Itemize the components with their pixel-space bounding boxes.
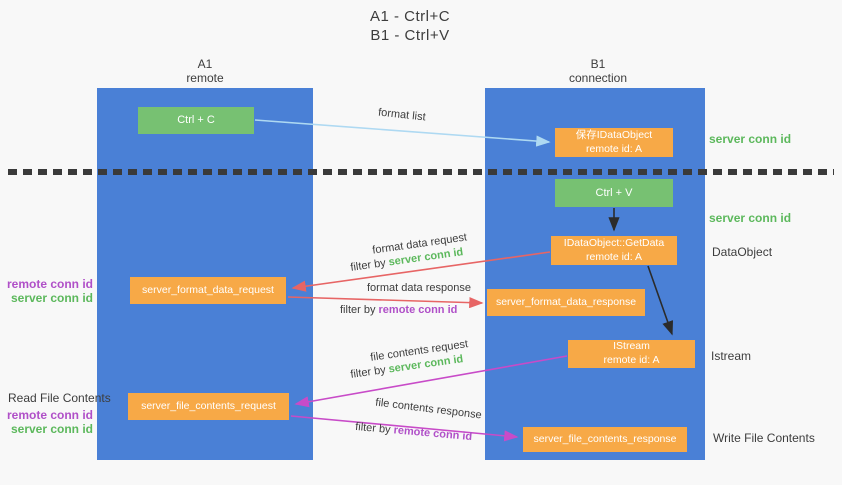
lane-a-header: A1 remote <box>135 57 275 86</box>
dotted-divider <box>8 169 834 175</box>
diagram-title: A1 - Ctrl+C B1 - Ctrl+V <box>300 8 520 46</box>
node-file-response-label: server_file_contents_response <box>533 432 677 445</box>
title-line-a1: A1 - Ctrl+C <box>369 8 451 25</box>
node-save-idataobject: 保存IDataObject remote id: A <box>555 128 673 157</box>
node-format-response-label: server_format_data_response <box>495 295 637 308</box>
label-format-data-response: format data response <box>367 282 471 294</box>
label-file-contents-response: file contents response <box>374 396 483 422</box>
side-istream: Istream <box>711 349 752 363</box>
side-read-file-contents: Read File Contents <box>8 391 111 405</box>
label-filter-by-remote-conn-id-1: filter by remote conn id <box>340 304 457 316</box>
side-dataobject: DataObject <box>712 245 773 259</box>
lane-a-subtitle: remote <box>186 71 224 86</box>
node-save-idataobject-line2: remote id: A <box>585 142 643 155</box>
filter2-value: remote conn id <box>378 304 458 316</box>
side-server-conn-id-mid: server conn id <box>709 211 792 225</box>
left-conn-id-pair-2: remote conn id server conn id <box>0 408 93 437</box>
lane-b-subtitle: connection <box>568 71 628 86</box>
node-server-file-contents-request: server_file_contents_request <box>128 393 289 420</box>
label-format-list: format list <box>377 106 427 124</box>
lane-a-title: A1 <box>197 57 213 71</box>
node-istream: IStream remote id: A <box>568 340 695 368</box>
filter1-prefix: filter by <box>349 256 390 274</box>
node-format-request-label: server_format_data_request <box>142 283 274 296</box>
lane-b-title: B1 <box>590 57 606 71</box>
node-ctrl-c: Ctrl + C <box>138 107 254 134</box>
side-server-conn-id-top: server conn id <box>709 132 792 146</box>
filter3-prefix: filter by <box>349 363 390 381</box>
lane-b-header: B1 connection <box>528 57 668 86</box>
filter2-prefix: filter by <box>340 304 379 316</box>
node-getdata-line1: IDataObject::GetData <box>563 236 665 249</box>
node-server-file-contents-response: server_file_contents_response <box>523 427 687 452</box>
filter4-value: remote conn id <box>393 424 473 444</box>
left-remote-conn-id-1: remote conn id <box>6 277 93 291</box>
node-ctrl-v: Ctrl + V <box>555 179 673 207</box>
arrow-format-data-response <box>287 296 484 309</box>
node-istream-line2: remote id: A <box>603 354 660 366</box>
node-server-format-data-response: server_format_data_response <box>487 289 645 316</box>
node-istream-line1: IStream <box>613 340 650 353</box>
side-write-file-contents: Write File Contents <box>713 431 815 445</box>
node-getdata-line2: remote id: A <box>585 250 643 263</box>
left-conn-id-pair-1: remote conn id server conn id <box>0 277 93 306</box>
filter4-prefix: filter by <box>354 420 395 437</box>
label-filter-by-remote-conn-id-2: filter by remote conn id <box>355 421 473 443</box>
title-line-b1: B1 - Ctrl+V <box>370 26 450 44</box>
node-idataobject-getdata: IDataObject::GetData remote id: A <box>551 236 677 265</box>
node-server-format-data-request: server_format_data_request <box>130 277 286 304</box>
node-ctrl-c-label: Ctrl + C <box>177 114 215 127</box>
node-ctrl-v-label: Ctrl + V <box>595 186 633 199</box>
node-save-idataobject-line1: 保存IDataObject <box>575 128 653 141</box>
left-remote-conn-id-2: remote conn id <box>6 408 93 422</box>
left-server-conn-id-2: server conn id <box>10 421 93 436</box>
node-file-request-label: server_file_contents_request <box>141 399 276 412</box>
left-server-conn-id-1: server conn id <box>10 290 93 305</box>
